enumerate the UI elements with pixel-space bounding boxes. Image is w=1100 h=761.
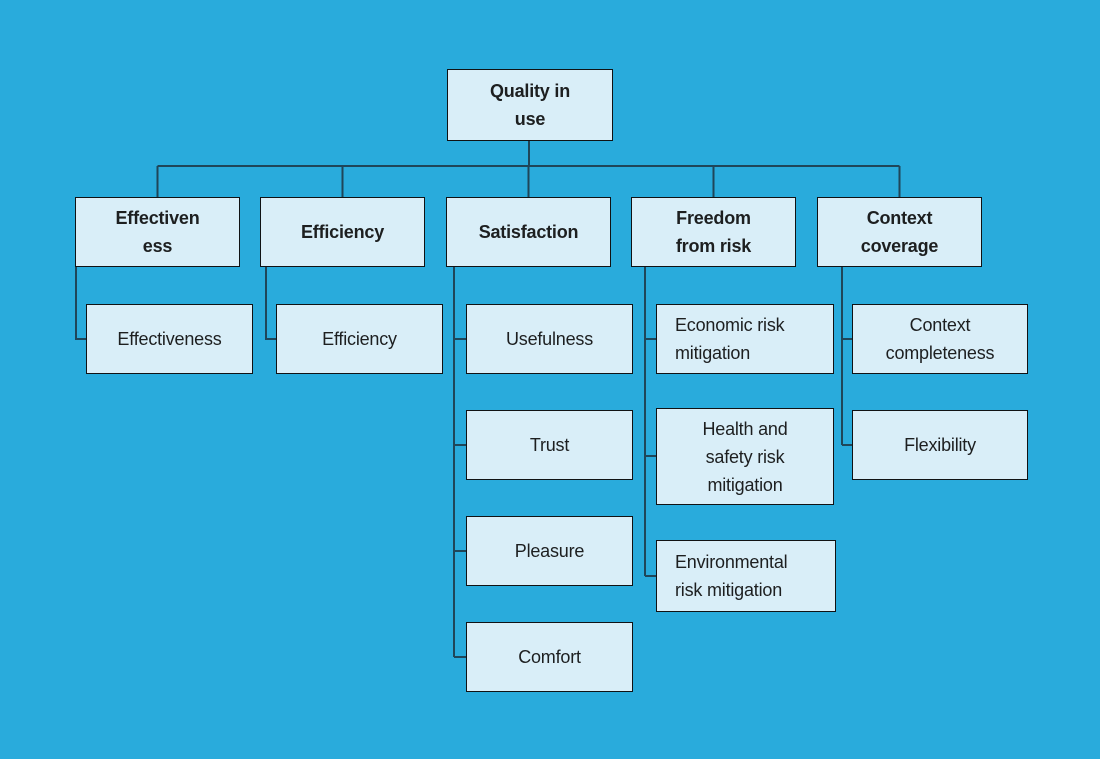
node-label: Efficiency	[322, 329, 397, 349]
node-satisfaction[interactable]: Satisfaction	[446, 197, 611, 267]
branch-connector-satisfaction	[453, 267, 466, 658]
node-label: Environmental risk mitigation	[675, 552, 788, 600]
node-label: Freedom from risk	[675, 208, 752, 256]
node-context-completeness[interactable]: Context completeness	[852, 304, 1028, 374]
node-label: Usefulness	[505, 329, 594, 349]
node-comfort[interactable]: Comfort	[466, 622, 633, 692]
node-effectiveness[interactable]: Effectiven ess	[75, 197, 240, 267]
node-usefulness[interactable]: Usefulness	[466, 304, 633, 374]
node-context-coverage[interactable]: Context coverage	[817, 197, 982, 267]
node-economic-risk-mitigation[interactable]: Economic risk mitigation	[656, 304, 834, 374]
node-label: Quality in use	[489, 81, 570, 129]
branch-connector-effectiveness	[75, 267, 86, 340]
node-label: Effectiveness	[117, 329, 222, 349]
node-flexibility[interactable]: Flexibility	[852, 410, 1028, 480]
node-trust[interactable]: Trust	[466, 410, 633, 480]
node-label: Health and safety risk mitigation	[702, 418, 788, 495]
node-effectiveness-leaf[interactable]: Effectiveness	[86, 304, 253, 374]
node-label: Economic risk mitigation	[675, 315, 785, 363]
node-label: Efficiency	[300, 222, 385, 242]
node-label: Comfort	[518, 647, 581, 667]
node-label: Trust	[529, 435, 570, 455]
branch-connector-freedom-from-risk	[644, 267, 656, 577]
node-health-and-safety-risk-mitigation[interactable]: Health and safety risk mitigation	[656, 408, 834, 505]
node-environmental-risk-mitigation[interactable]: Environmental risk mitigation	[656, 540, 836, 612]
node-label: Pleasure	[514, 541, 585, 561]
node-label: Flexibility	[904, 435, 976, 455]
node-efficiency[interactable]: Efficiency	[260, 197, 425, 267]
node-label: Context coverage	[860, 208, 939, 256]
node-quality-in-use[interactable]: Quality in use	[447, 69, 613, 141]
node-label: Satisfaction	[478, 222, 579, 242]
node-label: Context completeness	[885, 315, 995, 363]
node-pleasure[interactable]: Pleasure	[466, 516, 633, 586]
node-freedom-from-risk[interactable]: Freedom from risk	[631, 197, 796, 267]
canvas-bottom-edge	[0, 759, 1100, 761]
branch-connector-context-coverage	[841, 267, 852, 446]
branch-connector-efficiency	[265, 267, 276, 340]
root-tree-connector	[156, 141, 901, 197]
node-label: Effectiven ess	[115, 208, 200, 256]
node-efficiency-leaf[interactable]: Efficiency	[276, 304, 443, 374]
